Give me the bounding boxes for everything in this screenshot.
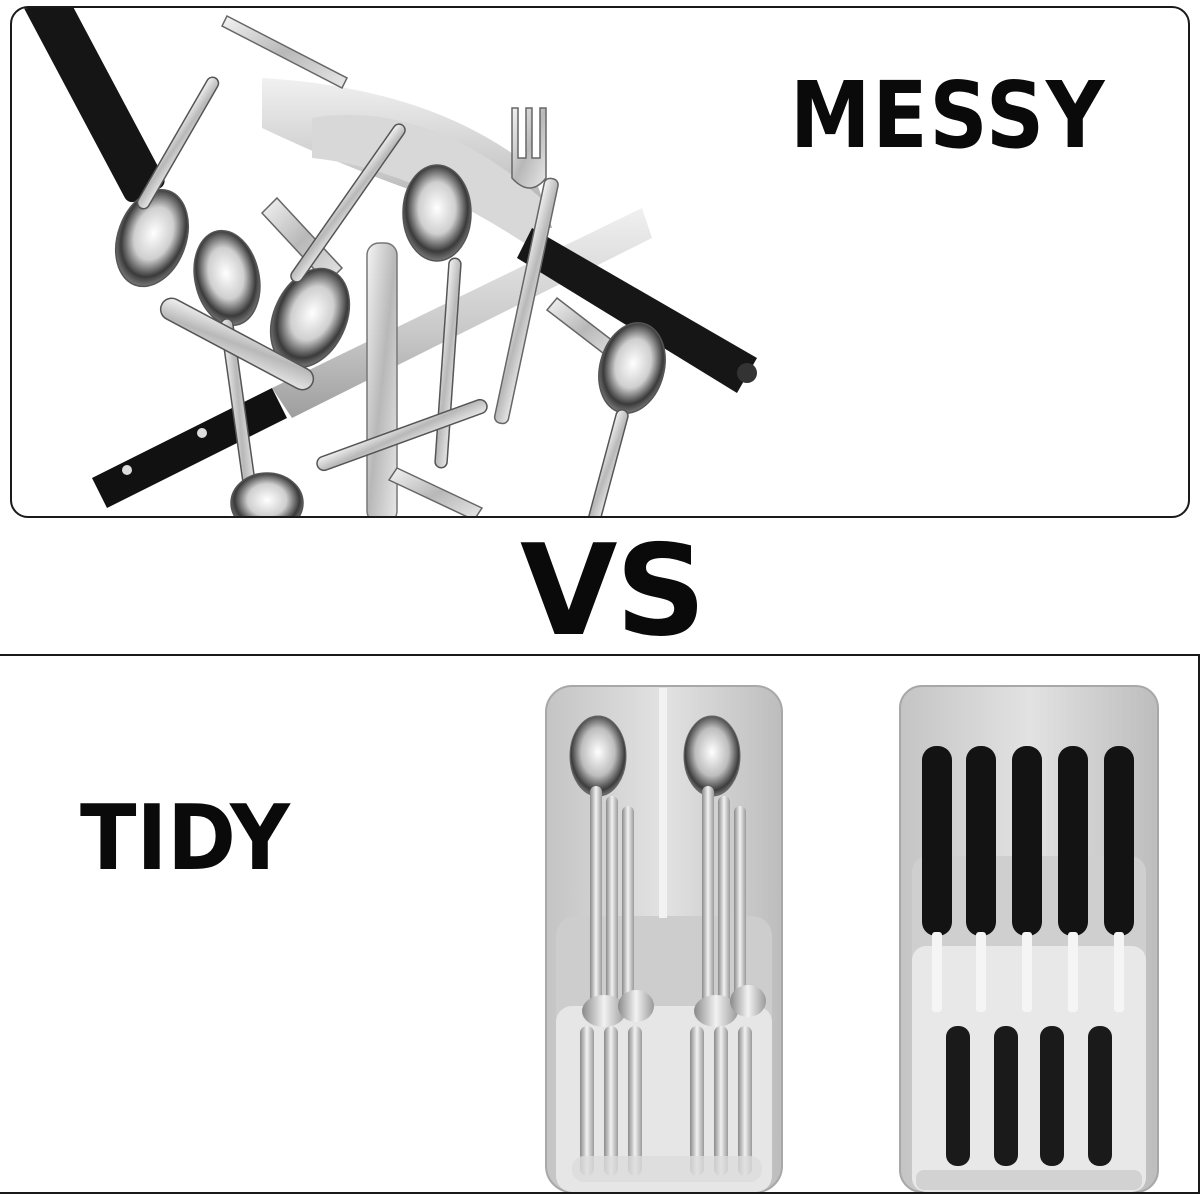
fork-icon: [220, 14, 624, 516]
spoon-handles-icon: [572, 1026, 762, 1182]
messy-cutlery-illustration: [23, 8, 757, 516]
knife-block-tray-icon: [899, 685, 1159, 1192]
tidy-organizer-illustration: [545, 685, 1159, 1192]
spoon-icon: [569, 715, 654, 1027]
spoon-icon: [115, 76, 666, 516]
tidy-heading: TIDY: [80, 786, 290, 891]
spoon-icon: [683, 715, 766, 1027]
knife-handle-icon: [922, 746, 1134, 936]
tidy-panel: TIDY: [0, 654, 1200, 1194]
small-knife-handle-icon: [946, 1026, 1112, 1166]
vs-heading: VS: [520, 517, 706, 664]
cutlery-tray-icon: [545, 685, 783, 1192]
messy-panel: MESSY: [10, 6, 1190, 518]
messy-heading: MESSY: [790, 62, 1107, 169]
knife-bolster-icon: [932, 932, 1124, 1012]
